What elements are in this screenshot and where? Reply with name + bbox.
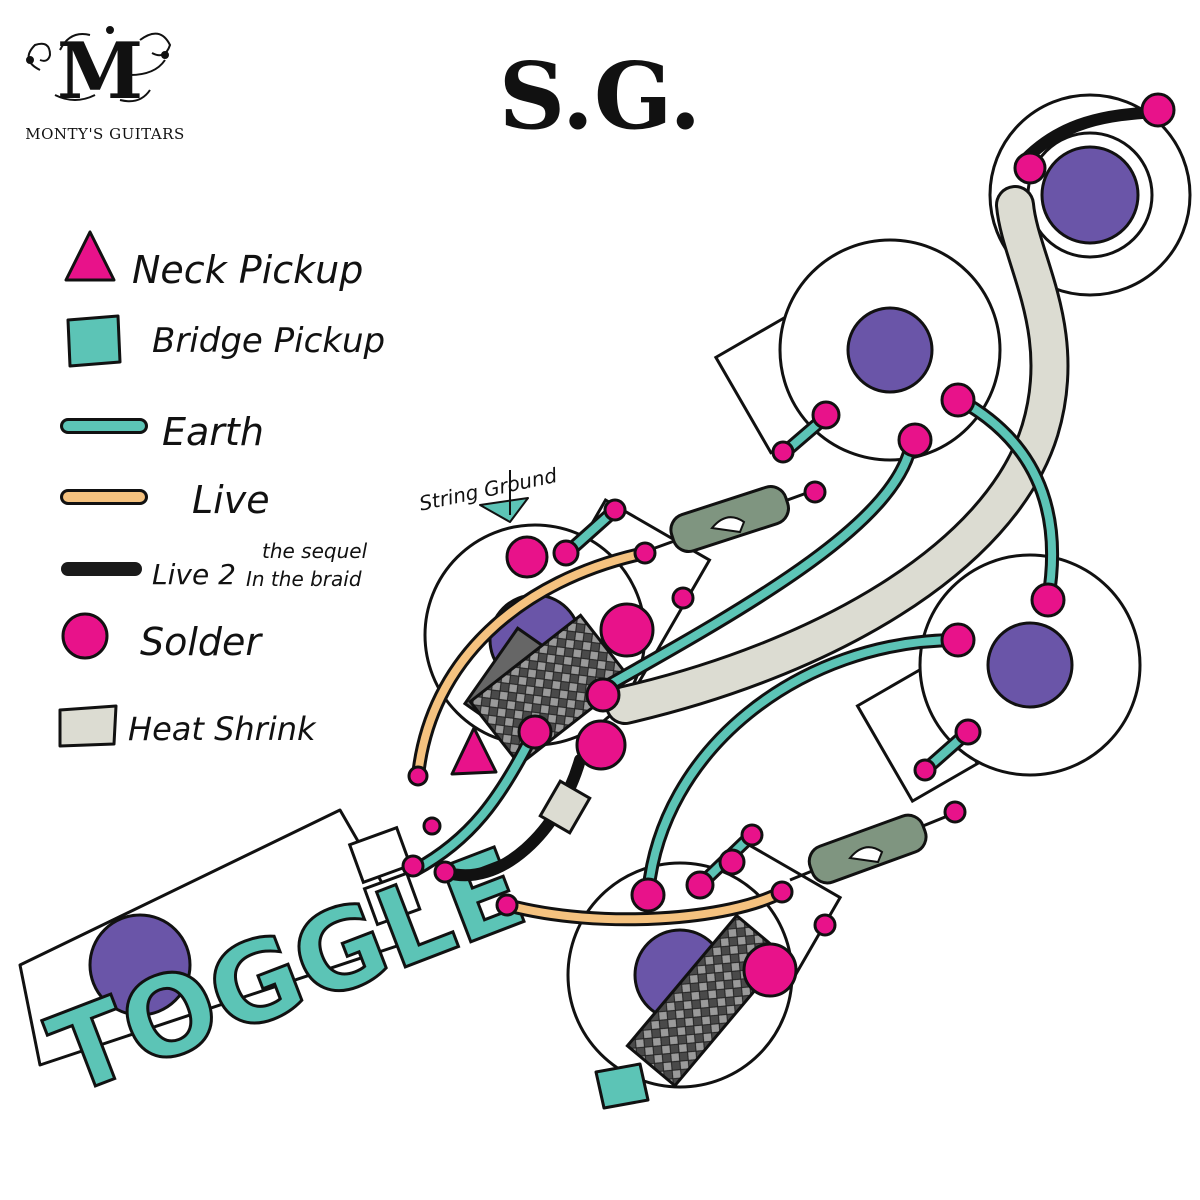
pot-neck-volume bbox=[713, 238, 1002, 462]
toggle-switch: TOGGLE bbox=[18, 808, 542, 1121]
legend-live2-note-2: In the braid bbox=[246, 567, 362, 591]
legend-heat-shrink-label: Heat Shrink bbox=[128, 710, 317, 748]
brand-monogram: M bbox=[57, 26, 143, 117]
solder-joint bbox=[897, 422, 933, 458]
solder-joint bbox=[495, 893, 519, 917]
legend-bridge-pickup-label: Bridge Pickup bbox=[152, 321, 385, 361]
solder-joint bbox=[671, 586, 695, 610]
braided-shield-bridge bbox=[625, 913, 787, 1088]
arrow-down-icon bbox=[479, 470, 529, 523]
wire-live2 bbox=[439, 754, 586, 882]
heat-shrink-fill bbox=[608, 188, 1067, 722]
pot-shaft bbox=[846, 306, 934, 394]
solder-icon bbox=[61, 612, 109, 660]
solder-joint bbox=[633, 541, 657, 565]
legend: Neck Pickup Bridge Pickup Earth Live Liv… bbox=[58, 230, 385, 748]
capacitor-marking-icon bbox=[848, 846, 884, 864]
neck-pickup-wire-icon bbox=[450, 726, 498, 776]
solder-joint bbox=[517, 714, 553, 750]
heat-shrink-icon bbox=[58, 704, 118, 748]
legend-neck-pickup-label: Neck Pickup bbox=[132, 248, 363, 292]
pot-shaft bbox=[986, 621, 1074, 709]
page-title: S.G. bbox=[499, 42, 702, 150]
earth-wires bbox=[408, 393, 1060, 902]
solder-joint bbox=[552, 539, 580, 567]
jack-center bbox=[1040, 145, 1140, 245]
legend-solder-label: Solder bbox=[140, 620, 263, 664]
solder-joint bbox=[575, 719, 627, 771]
solder-joint bbox=[813, 913, 837, 937]
solder-joint bbox=[1013, 151, 1047, 185]
solder-joint bbox=[422, 816, 442, 836]
solder-joint bbox=[742, 942, 798, 998]
solder-joint bbox=[770, 880, 794, 904]
solder-joint bbox=[585, 677, 621, 713]
capacitor-marking-icon bbox=[710, 516, 746, 534]
solder-joints bbox=[401, 92, 1176, 998]
solder-joint bbox=[407, 765, 429, 787]
solder-joint bbox=[1140, 92, 1176, 128]
solder-joint bbox=[811, 400, 841, 430]
neck-pickup-icon bbox=[64, 230, 116, 282]
solder-joint bbox=[740, 823, 764, 847]
solder-joint bbox=[954, 718, 982, 746]
solder-joint bbox=[943, 800, 967, 824]
heat-shrink-sleeve bbox=[538, 779, 592, 835]
solder-joint bbox=[685, 870, 715, 900]
solder-joint bbox=[401, 854, 425, 878]
live-wires bbox=[411, 546, 789, 927]
bridge-pickup-wire-icon bbox=[594, 1062, 650, 1110]
solder-joint bbox=[1030, 582, 1066, 618]
solder-joint bbox=[433, 860, 457, 884]
string-ground-annotation: String Ground bbox=[417, 463, 559, 523]
toggle-shaft bbox=[88, 913, 192, 1017]
legend-live2-note-1: the sequel bbox=[262, 539, 368, 563]
solder-joint bbox=[940, 382, 976, 418]
legend-earth-label: Earth bbox=[162, 410, 264, 454]
solder-joint bbox=[913, 758, 937, 782]
solder-joint bbox=[803, 480, 827, 504]
braided-shield-neck bbox=[462, 613, 632, 767]
pot-bridge-volume bbox=[855, 553, 1142, 804]
solder-joint bbox=[630, 877, 666, 913]
wire-live2 bbox=[1014, 106, 1161, 171]
brand-logo: M MONTY'S GUITARS bbox=[25, 26, 185, 143]
solder-joint bbox=[940, 622, 976, 658]
solder-joint bbox=[603, 498, 627, 522]
legend-live2-label: Live 2 bbox=[152, 558, 236, 591]
capacitor-neck bbox=[654, 485, 816, 553]
flourish-icon bbox=[26, 26, 172, 103]
solder-joint bbox=[599, 602, 655, 658]
solder-joint bbox=[505, 535, 549, 579]
capacitor-bridge bbox=[789, 813, 951, 885]
legend-live-label: Live bbox=[192, 478, 270, 522]
bridge-pickup-icon bbox=[66, 314, 122, 368]
solder-joint bbox=[771, 440, 795, 464]
solder-joint bbox=[718, 848, 746, 876]
brand-name: MONTY'S GUITARS bbox=[25, 125, 185, 143]
